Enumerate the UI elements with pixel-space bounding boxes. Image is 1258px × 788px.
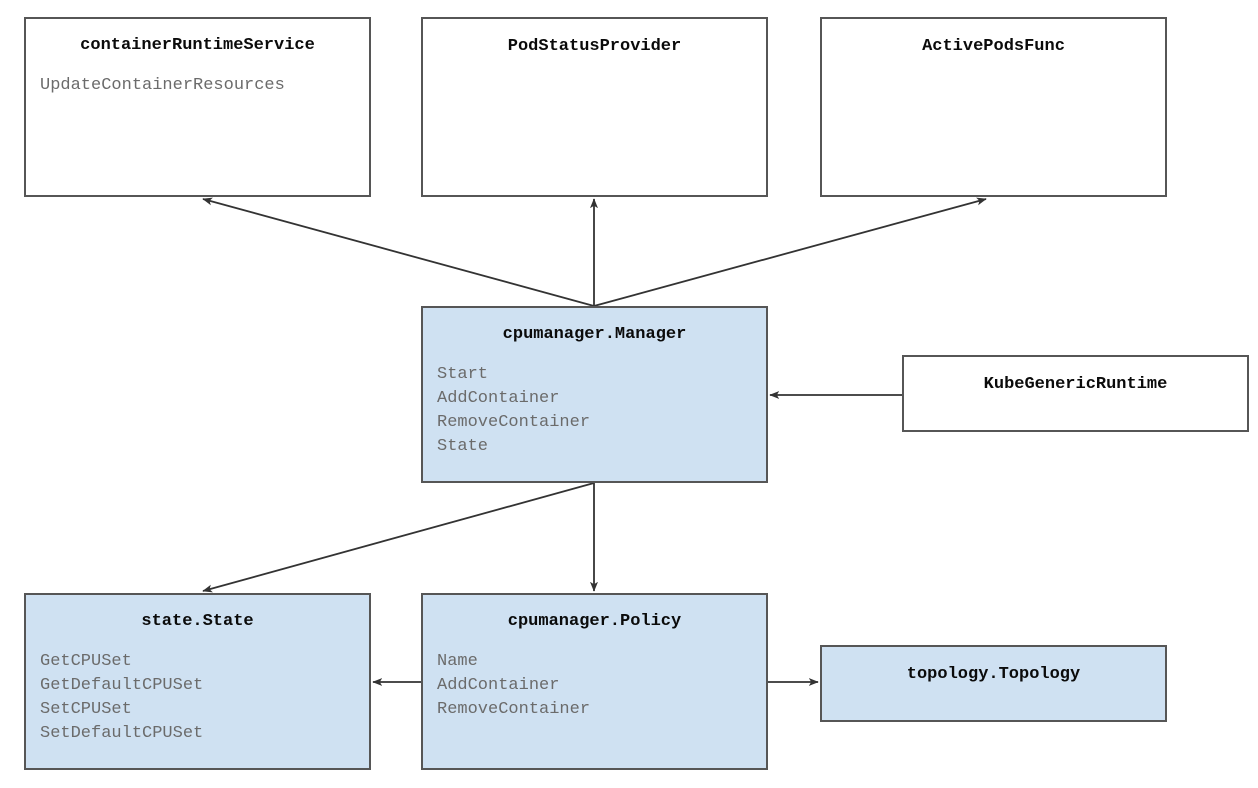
class-node-member: State bbox=[437, 437, 489, 456]
class-node-member: RemoveContainer bbox=[437, 413, 591, 432]
class-node-member: SetDefaultCPUSet bbox=[40, 724, 204, 743]
class-node-member: GetCPUSet bbox=[40, 652, 132, 671]
class-node-title: containerRuntimeService bbox=[80, 36, 315, 55]
class-node-topology-topology[interactable]: topology.Topology bbox=[820, 645, 1167, 722]
class-node-member: UpdateContainerResources bbox=[40, 76, 285, 95]
class-node-member: Start bbox=[437, 365, 489, 384]
class-node-title: cpumanager.Manager bbox=[502, 325, 687, 344]
class-node-title: PodStatusProvider bbox=[507, 37, 682, 56]
class-node-title: ActivePodsFunc bbox=[922, 37, 1065, 56]
class-node-title: cpumanager.Policy bbox=[507, 612, 682, 631]
class-node-pod-status-provider[interactable]: PodStatusProvider bbox=[421, 17, 768, 197]
class-node-title: state.State bbox=[141, 612, 254, 631]
edge-manager-to-state-state bbox=[202, 482, 595, 593]
class-node-member: GetDefaultCPUSet bbox=[40, 676, 204, 695]
class-node-member: AddContainer bbox=[437, 389, 560, 408]
class-node-member-list: UpdateContainerResources bbox=[26, 74, 369, 98]
class-node-member: AddContainer bbox=[437, 676, 560, 695]
class-node-title: topology.Topology bbox=[906, 665, 1081, 684]
class-node-active-pods-func[interactable]: ActivePodsFunc bbox=[820, 17, 1167, 197]
class-node-member: Name bbox=[437, 652, 478, 671]
edge-manager-to-container-runtime-service bbox=[202, 197, 595, 307]
class-node-member: SetCPUSet bbox=[40, 700, 132, 719]
edge-manager-to-active-pods-func bbox=[593, 197, 987, 307]
class-node-kube-generic-runtime[interactable]: KubeGenericRuntime bbox=[902, 355, 1249, 432]
class-node-title: KubeGenericRuntime bbox=[983, 375, 1168, 394]
class-node-member: RemoveContainer bbox=[437, 700, 591, 719]
